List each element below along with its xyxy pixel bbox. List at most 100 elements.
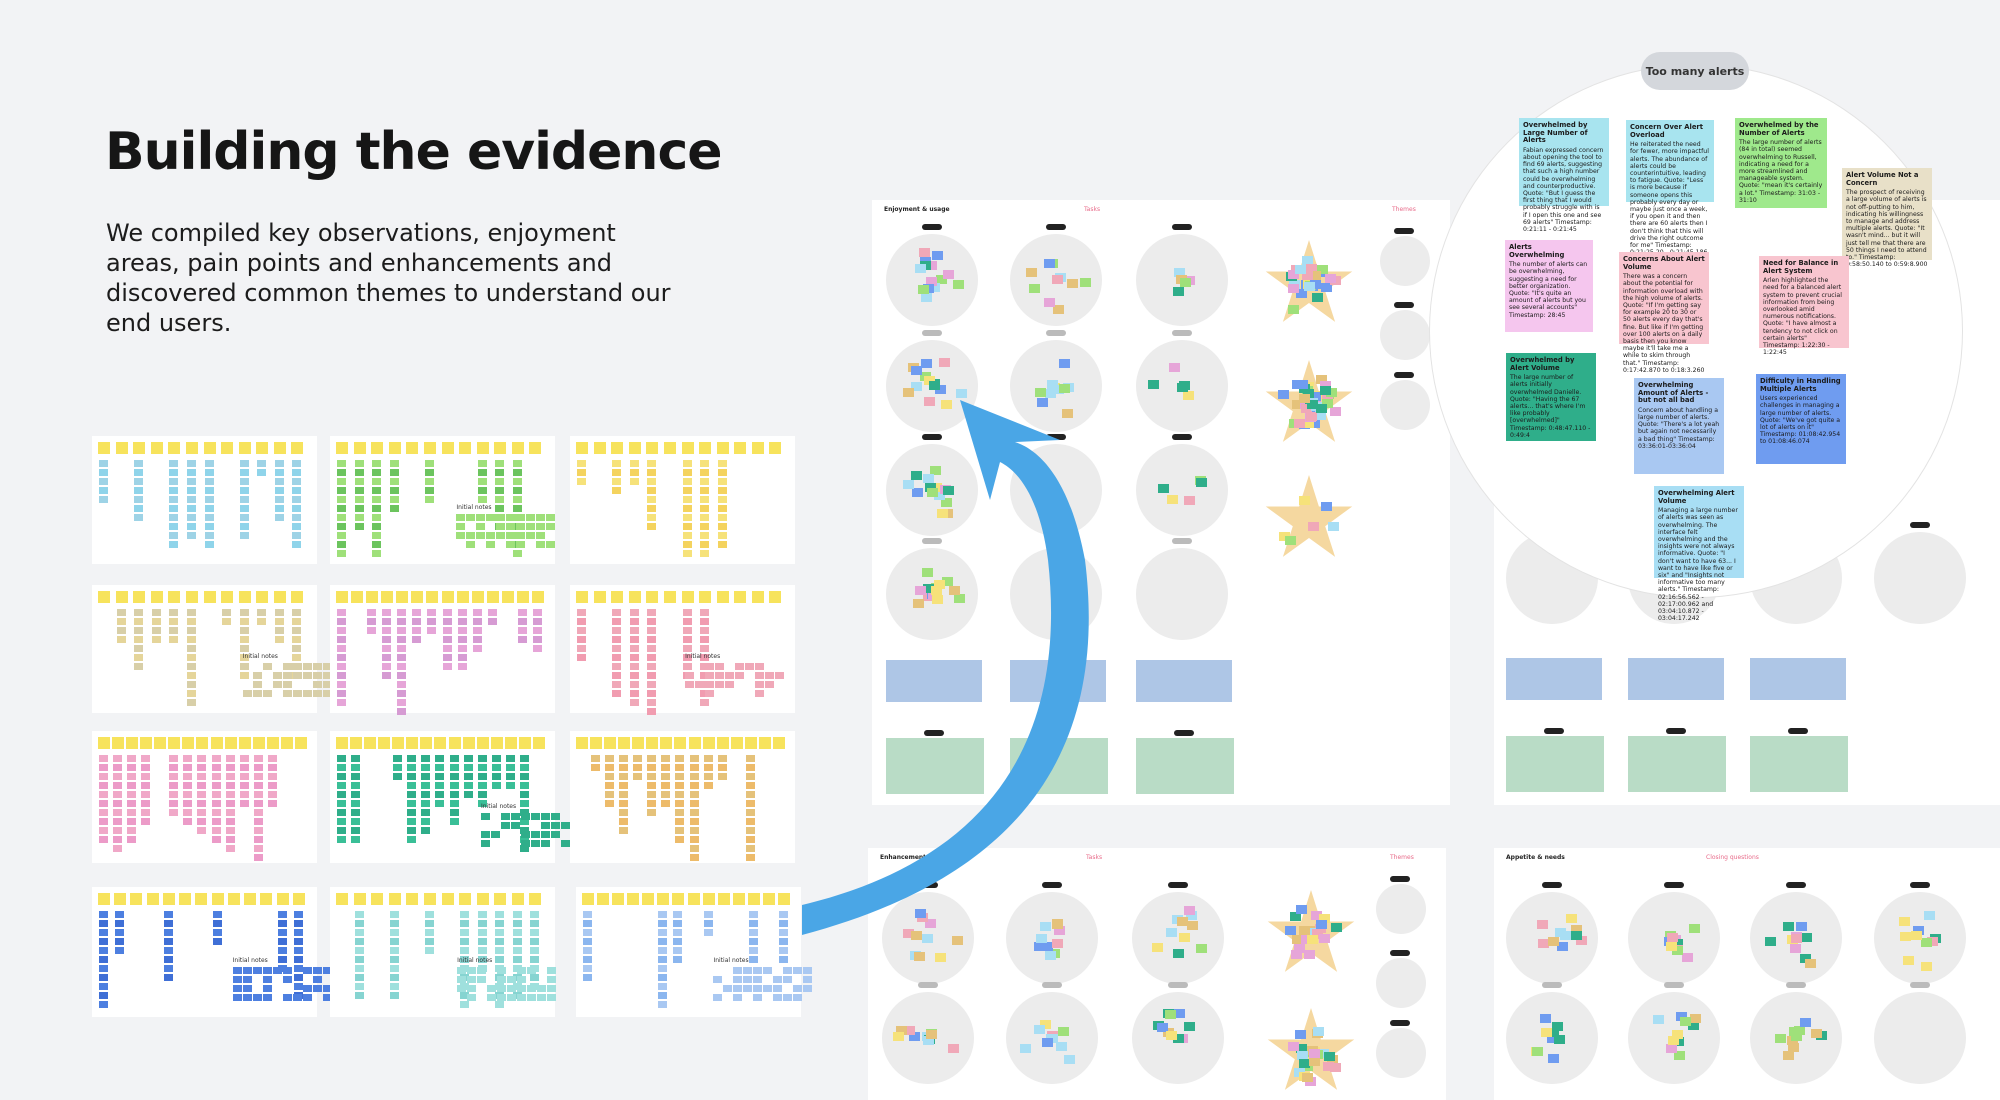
affinity-thumbnail: Initial notes <box>330 731 580 863</box>
sticky-note <box>560 822 570 829</box>
sticky-note <box>163 974 173 981</box>
sticky-note <box>407 836 417 843</box>
sticky-note <box>127 836 137 843</box>
sticky-note <box>512 478 522 485</box>
header-note <box>769 442 782 454</box>
sticky-note <box>163 929 173 936</box>
sticky-note <box>717 460 727 467</box>
header-note <box>227 893 240 905</box>
sticky-note <box>239 755 249 762</box>
header-note <box>291 442 304 454</box>
sticky-note <box>914 952 926 962</box>
theme-card[interactable]: Overwhelming Amount of Alerts - but not … <box>1634 378 1724 474</box>
sticky-note <box>935 384 947 394</box>
sticky-note <box>658 929 668 936</box>
sticky-note <box>682 541 692 548</box>
header-note <box>406 737 419 749</box>
sticky-note <box>540 840 550 847</box>
sticky-note <box>1055 1042 1067 1052</box>
cluster-label <box>924 730 944 736</box>
header-note <box>702 737 715 749</box>
sticky-note <box>1311 910 1323 920</box>
sticky-note <box>612 672 622 679</box>
sticky-note <box>1029 284 1041 294</box>
sticky-note <box>134 514 144 521</box>
sticky-note <box>536 541 546 548</box>
sticky-note <box>647 782 657 789</box>
theme-title-pill[interactable]: Too many alerts <box>1641 52 1749 90</box>
header-note <box>702 893 715 905</box>
sticky-note <box>929 381 941 391</box>
sticky-note <box>382 609 392 616</box>
sticky-note <box>351 773 361 780</box>
sticky-note <box>457 985 467 992</box>
sticky-note <box>647 809 657 816</box>
header-note <box>772 737 785 749</box>
sticky-note <box>700 699 710 706</box>
sticky-note <box>675 827 685 834</box>
sticky-note <box>239 478 249 485</box>
sticky-note <box>267 755 277 762</box>
sticky-note <box>337 627 346 634</box>
sticky-note <box>467 967 477 974</box>
header-note <box>294 737 307 749</box>
sticky-note <box>211 773 221 780</box>
header-note <box>777 893 790 905</box>
sticky-note <box>713 994 723 1001</box>
sticky-note <box>911 488 923 498</box>
sticky-note <box>1313 1027 1325 1037</box>
header-note <box>273 591 286 603</box>
sticky-note <box>354 938 364 945</box>
sticky-note <box>647 460 657 467</box>
sticky-note <box>186 505 196 512</box>
sticky-note <box>239 663 249 670</box>
board-enhancements-ideas[interactable]: Enhancements & ideas Tasks Themes <box>868 848 1446 1100</box>
sticky-note <box>530 920 540 927</box>
sticky-note <box>647 663 657 670</box>
header-note <box>747 893 760 905</box>
sticky-note <box>337 609 346 616</box>
sticky-note <box>743 967 753 974</box>
header-note <box>751 591 764 603</box>
header-note <box>734 442 747 454</box>
header-note <box>366 591 379 603</box>
sticky-note <box>911 471 923 481</box>
sticky-note <box>512 947 522 954</box>
sticky-note <box>186 663 196 670</box>
sticky-note <box>456 514 466 521</box>
sticky-note <box>629 618 639 625</box>
sticky-note <box>519 836 529 843</box>
sticky-note <box>532 627 542 634</box>
sticky-note <box>519 827 529 834</box>
header-note <box>185 591 198 603</box>
sticky-note <box>778 956 788 963</box>
sticky-note <box>252 994 262 1001</box>
board-enjoyment-usage[interactable]: Enjoyment & usage Tasks Themes <box>872 200 1450 805</box>
sticky-note <box>1920 937 1932 947</box>
sticky-note <box>1295 1030 1307 1040</box>
sticky-note <box>337 699 346 706</box>
sticky-note <box>495 911 505 918</box>
sticky-note <box>700 618 710 625</box>
sticky-note <box>151 627 161 634</box>
sticky-note <box>922 583 934 593</box>
sticky-note <box>293 947 303 954</box>
sticky-note <box>1179 933 1191 943</box>
theme-card-title: Alerts Overwhelming <box>1509 243 1565 259</box>
sticky-note <box>292 636 302 643</box>
sticky-note <box>113 764 123 771</box>
sticky-note <box>477 791 487 798</box>
sticky-note <box>910 366 922 375</box>
summary-block <box>1750 658 1846 700</box>
board-appetite-needs[interactable]: Appetite & needs Closing questions <box>1494 848 2000 1100</box>
